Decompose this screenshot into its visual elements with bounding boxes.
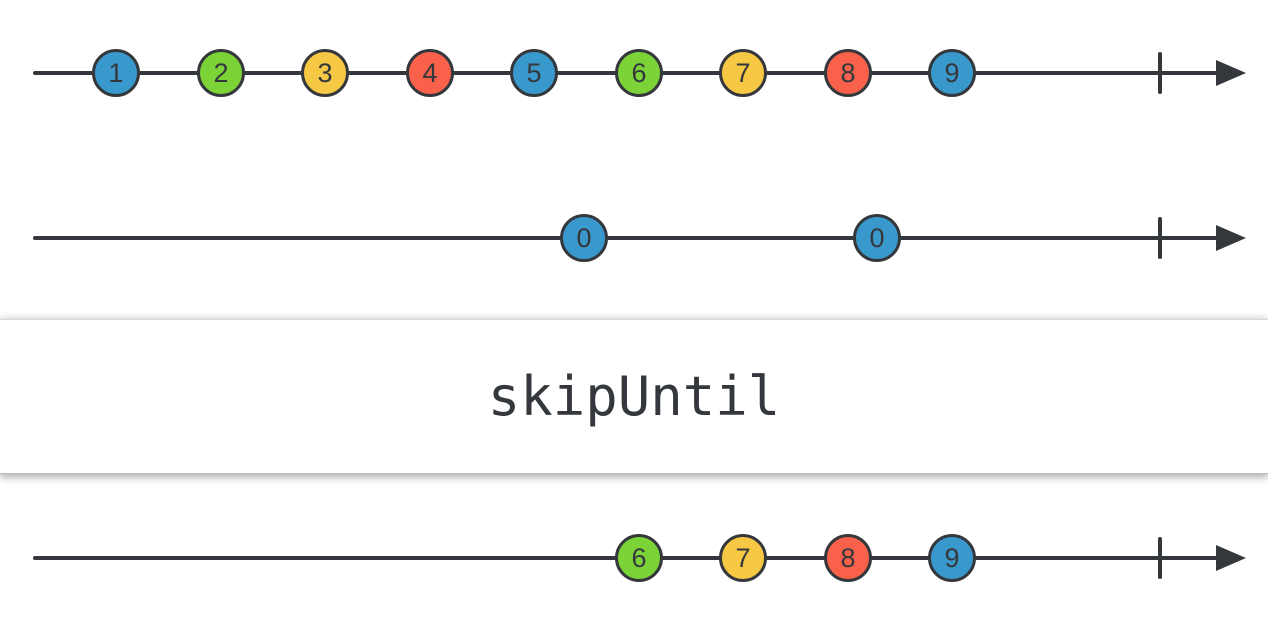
- operator-box: skipUntil: [0, 319, 1268, 474]
- arrowhead-icon: [1216, 545, 1246, 571]
- marble[interactable]: 9: [928, 534, 976, 582]
- marble[interactable]: 6: [615, 49, 663, 97]
- marble[interactable]: 8: [824, 49, 872, 97]
- marble[interactable]: 2: [197, 49, 245, 97]
- marble[interactable]: 7: [719, 49, 767, 97]
- arrowhead-icon: [1216, 60, 1246, 86]
- marble[interactable]: 6: [615, 534, 663, 582]
- marble[interactable]: 0: [853, 214, 901, 262]
- marble[interactable]: 9: [928, 49, 976, 97]
- timeline-line: [33, 236, 1222, 240]
- marble[interactable]: 8: [824, 534, 872, 582]
- marble[interactable]: 3: [301, 49, 349, 97]
- marble[interactable]: 7: [719, 534, 767, 582]
- operator-label: skipUntil: [487, 365, 781, 428]
- marble[interactable]: 1: [92, 49, 140, 97]
- complete-tick[interactable]: [1158, 52, 1162, 94]
- arrowhead-icon: [1216, 225, 1246, 251]
- marble[interactable]: 0: [560, 214, 608, 262]
- complete-tick[interactable]: [1158, 217, 1162, 259]
- marble[interactable]: 5: [510, 49, 558, 97]
- marble[interactable]: 4: [406, 49, 454, 97]
- complete-tick[interactable]: [1158, 537, 1162, 579]
